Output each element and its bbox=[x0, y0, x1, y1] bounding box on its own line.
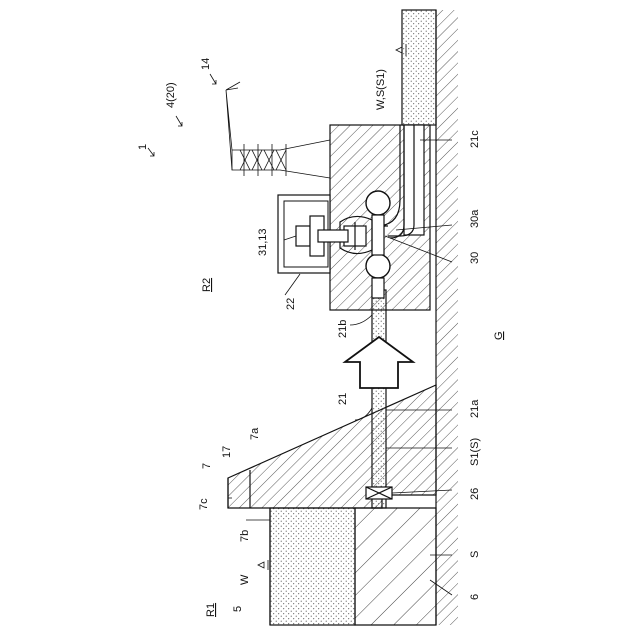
label-7c: 7c bbox=[198, 498, 210, 510]
svg-text:31,13: 31,13 bbox=[257, 228, 269, 256]
label-7b: 7b bbox=[239, 530, 251, 542]
svg-text:4(20): 4(20) bbox=[165, 82, 177, 108]
svg-text:21: 21 bbox=[337, 393, 349, 405]
label-r2: R2 bbox=[201, 278, 213, 292]
svg-text:7a: 7a bbox=[249, 427, 261, 440]
svg-text:14: 14 bbox=[200, 58, 212, 70]
svg-text:21c: 21c bbox=[469, 130, 481, 148]
valve-26 bbox=[366, 487, 392, 499]
svg-text:1: 1 bbox=[137, 144, 149, 150]
dam-7 bbox=[228, 385, 436, 508]
label-21a: 21a bbox=[469, 399, 481, 418]
svg-text:W: W bbox=[239, 574, 251, 585]
label-22: 22 bbox=[285, 298, 297, 310]
label-r1: R1 bbox=[205, 603, 217, 617]
label-1: 1 bbox=[137, 144, 149, 150]
label-26: 26 bbox=[469, 488, 481, 500]
svg-text:7c: 7c bbox=[198, 498, 210, 510]
svg-text:G: G bbox=[493, 331, 505, 340]
label-6: 6 bbox=[469, 594, 481, 600]
label-w-left: W bbox=[239, 574, 251, 585]
svg-text:21b: 21b bbox=[337, 320, 349, 338]
transmission-tower-14 bbox=[226, 82, 330, 178]
label-17: 17 bbox=[221, 446, 233, 458]
label-5: 5 bbox=[232, 606, 244, 612]
svg-text:7: 7 bbox=[201, 463, 213, 469]
label-ws-s1: W,S(S1) bbox=[375, 69, 387, 110]
svg-text:30: 30 bbox=[469, 252, 481, 264]
penstock-21 bbox=[372, 290, 386, 508]
pointer-arrows bbox=[148, 74, 216, 156]
svg-text:6: 6 bbox=[469, 594, 481, 600]
svg-text:R1: R1 bbox=[205, 603, 217, 617]
svg-text:S1(S): S1(S) bbox=[469, 438, 481, 466]
svg-text:22: 22 bbox=[285, 298, 297, 310]
svg-text:17: 17 bbox=[221, 446, 233, 458]
label-7a: 7a bbox=[249, 427, 261, 440]
flow-arrow bbox=[345, 337, 413, 388]
label-21b: 21b bbox=[337, 320, 349, 338]
svg-text:R2: R2 bbox=[201, 278, 213, 292]
svg-text:5: 5 bbox=[232, 606, 244, 612]
svg-text:21a: 21a bbox=[469, 399, 481, 418]
label-g: G bbox=[493, 331, 505, 340]
label-s1-s: S1(S) bbox=[469, 438, 481, 466]
svg-text:30a: 30a bbox=[469, 209, 481, 228]
reservoir-water-w bbox=[270, 508, 355, 625]
label-30a: 30a bbox=[469, 209, 481, 228]
soil-s bbox=[355, 508, 436, 625]
label-30: 30 bbox=[469, 252, 481, 264]
label-14: 14 bbox=[200, 58, 212, 70]
svg-text:W,S(S1): W,S(S1) bbox=[375, 69, 387, 110]
svg-text:S: S bbox=[469, 551, 481, 558]
svg-text:26: 26 bbox=[469, 488, 481, 500]
label-21c: 21c bbox=[469, 130, 481, 148]
label-s: S bbox=[469, 551, 481, 558]
ground-g bbox=[436, 10, 458, 625]
label-4-20: 4(20) bbox=[165, 82, 177, 108]
label-21: 21 bbox=[337, 393, 349, 405]
svg-text:7b: 7b bbox=[239, 530, 251, 542]
label-7: 7 bbox=[201, 463, 213, 469]
label-31-13: 31,13 bbox=[257, 228, 269, 256]
